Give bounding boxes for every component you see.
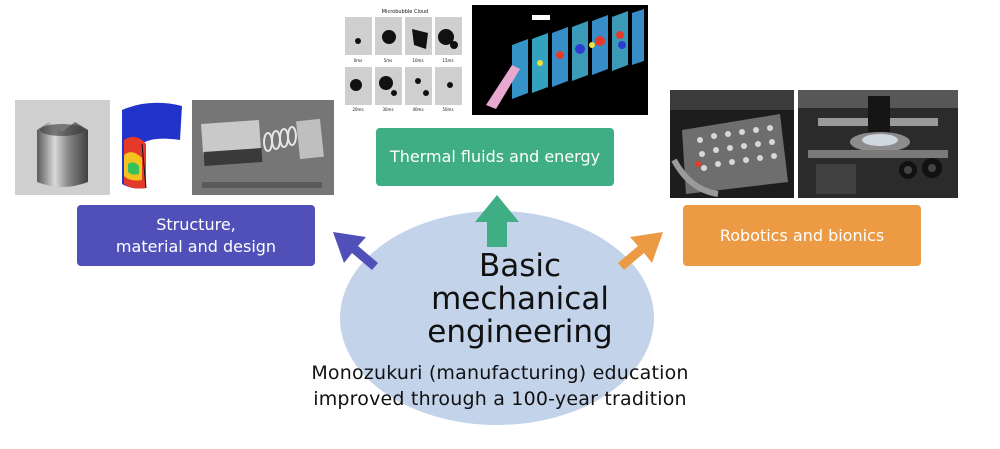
frame-time-2: 10ms (412, 58, 423, 63)
hub-caption-line-2: improved through a 100-year tradition (313, 388, 687, 410)
flow-slices-visualization-icon (472, 5, 648, 115)
robot-gripper-array-photo-icon (670, 90, 794, 198)
arrow-to-structure (333, 232, 378, 270)
hub-ellipse-shape (340, 211, 654, 425)
bubble-sequence-frames-icon: Microbubble Cloud 0ms 5ms 10ms 15ms 20ms 30… (342, 5, 467, 113)
frame-time-1: 5ms (384, 58, 393, 63)
microscope-stage-photo-icon (798, 90, 958, 198)
structure-label-line-2: material and design (115, 236, 277, 256)
frame-time-3: 15ms (442, 58, 453, 63)
hub-title-line-1: Basic (478, 248, 562, 284)
frame-time-4: 20ms (352, 107, 363, 112)
robotics-box: Robotics and bionics (683, 205, 921, 266)
frame-time-7: 50ms (442, 107, 453, 112)
thermal-box: Thermal fluids and energy (376, 128, 614, 186)
frames-header-text: Microbubble Cloud (382, 9, 428, 15)
sem-microspring-photo-icon (192, 100, 334, 195)
arrow-to-robotics (618, 232, 663, 270)
hub-title-line-3: engineering (427, 314, 613, 350)
structure-label-line-1: Structure, (156, 214, 236, 234)
structure-box: Structure, material and design (77, 205, 315, 266)
robotics-label: Robotics and bionics (719, 225, 885, 245)
metal-cup-photo-icon (15, 100, 110, 195)
thermal-label: Thermal fluids and energy (389, 147, 601, 166)
fem-stress-contour-icon (112, 100, 188, 195)
frame-time-0: 0ms (354, 58, 363, 63)
hub-title: Basic mechanical engineering (400, 250, 640, 349)
frame-time-5: 30ms (382, 107, 393, 112)
hub-title-line-2: mechanical (431, 281, 609, 317)
hub-caption-line-1: Monozukuri (manufacturing) education (311, 362, 689, 384)
arrow-to-thermal (475, 195, 519, 247)
frame-time-6: 40ms (412, 107, 423, 112)
